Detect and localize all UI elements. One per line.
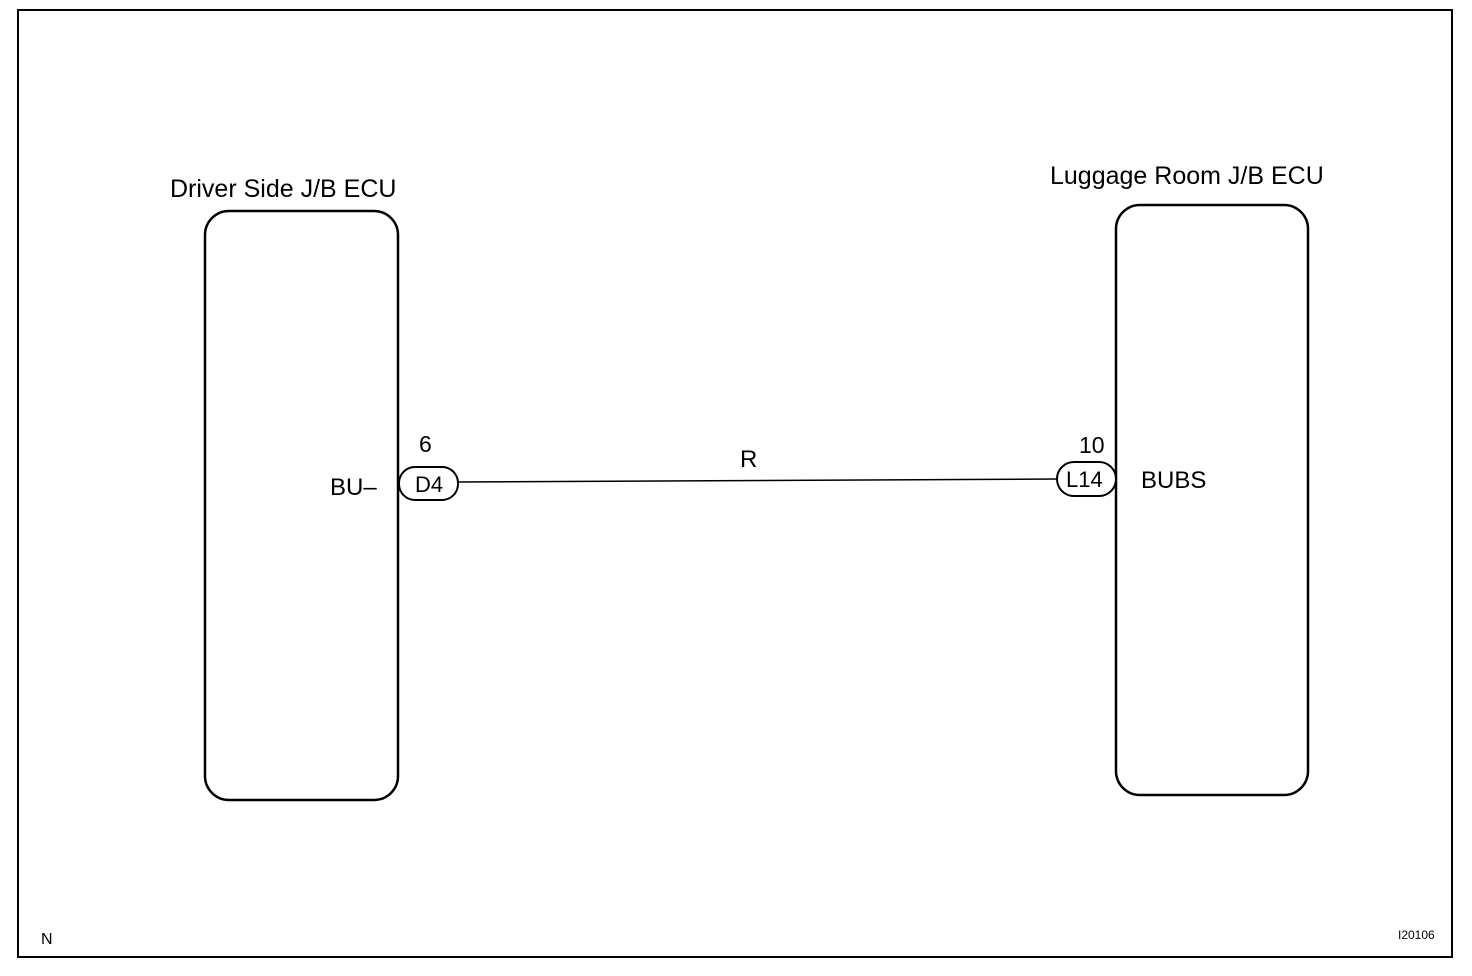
connector-l14-shape	[1056, 461, 1117, 497]
wire-line	[457, 478, 1059, 483]
connector-d4-shape	[398, 466, 459, 501]
right-terminal-label: BUBS	[1141, 467, 1207, 494]
diagram-frame	[17, 9, 1453, 958]
right-ecu-box	[1114, 203, 1310, 797]
left-ecu-title: Driver Side J/B ECU	[170, 175, 397, 203]
figure-code: I20106	[1398, 928, 1435, 942]
left-terminal-label: BU–	[330, 474, 377, 501]
wire-color-label: R	[740, 446, 758, 473]
left-ecu-box	[203, 209, 400, 802]
connector-l14-label: L14	[1066, 467, 1103, 492]
right-pin-number: 10	[1079, 432, 1105, 458]
right-ecu-title: Luggage Room J/B ECU	[1050, 162, 1324, 190]
left-pin-number: 6	[419, 431, 432, 457]
connector-d4-label: D4	[415, 472, 444, 497]
corner-mark: N	[41, 931, 53, 948]
